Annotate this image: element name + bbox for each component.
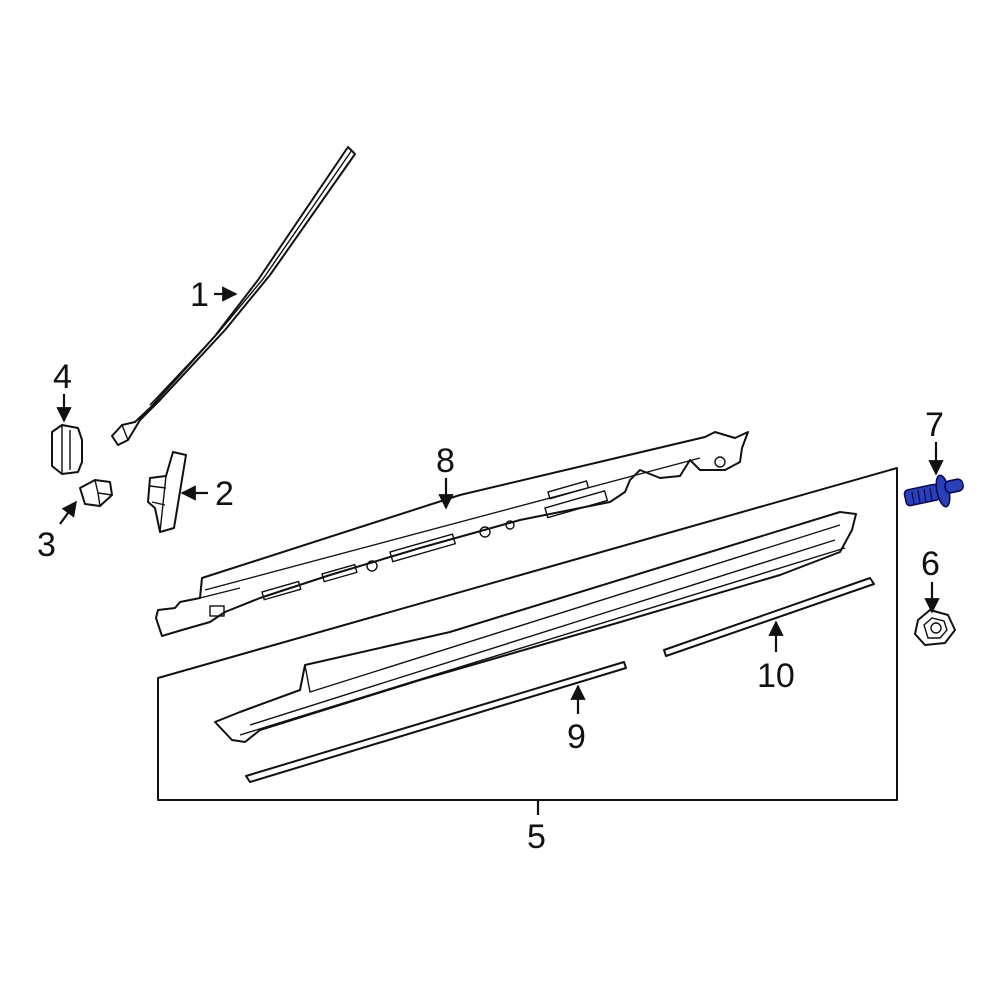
callout-2: 2 bbox=[215, 475, 234, 513]
callout-10: 10 bbox=[757, 657, 795, 695]
part-10-molding-strip[interactable] bbox=[663, 577, 875, 657]
callout-8: 8 bbox=[436, 442, 455, 480]
callout-3: 3 bbox=[37, 526, 56, 564]
part-6-nut[interactable] bbox=[914, 609, 956, 646]
part-2-bracket[interactable] bbox=[147, 451, 187, 533]
leader-lines bbox=[56, 286, 944, 815]
callout-7: 7 bbox=[925, 406, 944, 444]
callout-5: 5 bbox=[527, 818, 546, 856]
leader-3 bbox=[59, 500, 77, 525]
part-1-molding-strip[interactable] bbox=[111, 146, 356, 446]
part-4-clip[interactable] bbox=[51, 424, 83, 475]
part-5-rocker-panel[interactable] bbox=[214, 511, 857, 743]
callout-labels: 1 2 3 4 5 6 7 8 9 10 bbox=[37, 276, 944, 856]
part-9-molding-strip[interactable] bbox=[245, 661, 627, 783]
part-5-group-box bbox=[157, 467, 898, 801]
part-3-clip[interactable] bbox=[79, 479, 113, 507]
callout-6: 6 bbox=[921, 545, 940, 583]
part-7-push-pin[interactable] bbox=[903, 474, 964, 508]
callout-9: 9 bbox=[567, 718, 586, 756]
callout-1: 1 bbox=[190, 276, 209, 314]
part-8-reinforcement[interactable] bbox=[155, 431, 749, 637]
callout-4: 4 bbox=[53, 358, 72, 396]
